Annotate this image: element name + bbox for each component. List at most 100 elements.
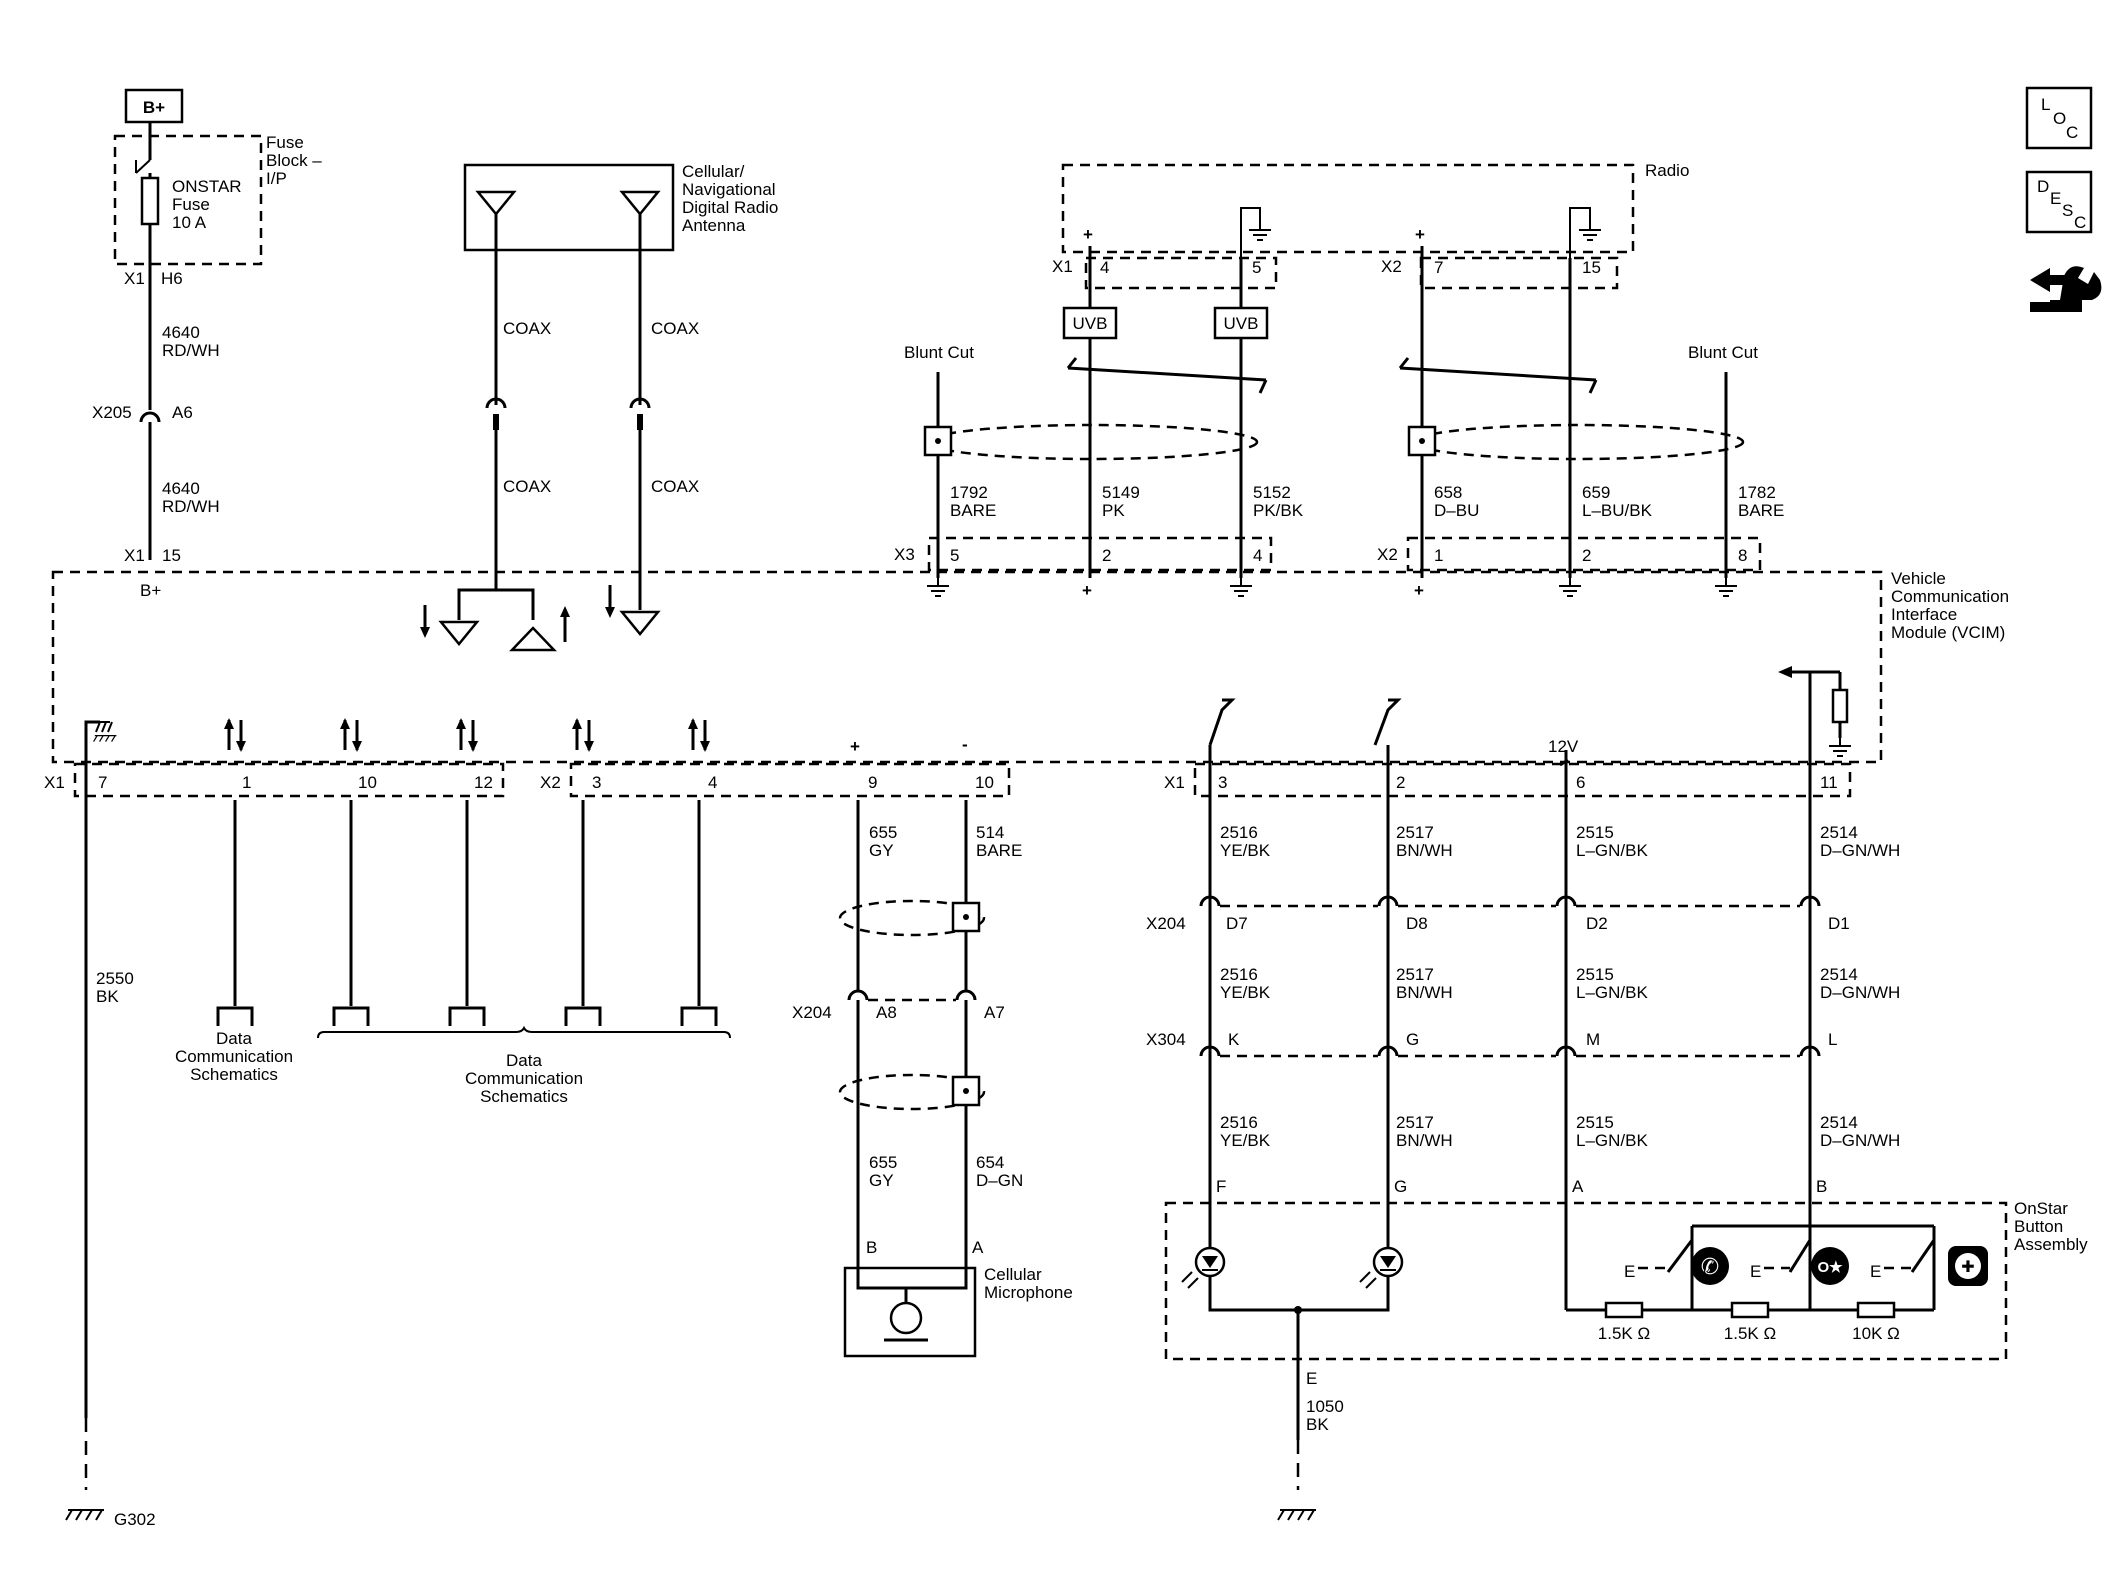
svg-text:D8: D8 — [1406, 914, 1428, 933]
svg-text:+: + — [1415, 225, 1425, 244]
svg-text:E: E — [1624, 1262, 1635, 1281]
svg-text:4: 4 — [1253, 546, 1262, 565]
fuse-h6: H6 — [161, 269, 183, 288]
connector-tool-icon[interactable] — [2030, 266, 2102, 312]
svg-text:+: + — [1083, 225, 1093, 244]
coax-4: COAX — [651, 477, 699, 496]
mic-a7: A7 — [984, 1003, 1005, 1022]
bplus-label: B+ — [143, 98, 165, 117]
x205-label: X205 — [92, 403, 132, 422]
description-icon[interactable]: D E S C — [2025, 170, 2093, 234]
location-icon[interactable]: L O C — [2025, 86, 2093, 150]
blunt-cut-right: Blunt Cut — [1688, 343, 1758, 362]
svg-text:4: 4 — [708, 773, 717, 792]
svg-text:S: S — [2062, 201, 2073, 220]
btn-ground-pin: E — [1306, 1369, 1317, 1388]
coax-1: COAX — [503, 319, 551, 338]
svg-text:O: O — [2053, 109, 2066, 128]
svg-text:✚: ✚ — [1961, 1259, 1974, 1276]
uvb-1: UVB — [1073, 314, 1108, 333]
vcim-x1: X1 — [44, 773, 65, 792]
svg-text:+: + — [1414, 581, 1424, 600]
svg-text:O★: O★ — [1817, 1259, 1843, 1276]
vcim-x1-right: X1 — [1164, 773, 1185, 792]
svg-text:D: D — [2037, 177, 2049, 196]
svg-text:M: M — [1586, 1030, 1600, 1049]
radio-pin-15: 15 — [1582, 258, 1601, 277]
fuse-x1: X1 — [124, 269, 145, 288]
svg-text:10K Ω: 10K Ω — [1852, 1324, 1900, 1343]
svg-text:8: 8 — [1738, 546, 1747, 565]
radio: Radio X1 X2 4 5 7 15 + + UVB UVB Blunt C… — [894, 161, 1784, 600]
svg-text:E: E — [1870, 1262, 1881, 1281]
radio-pin-5: 5 — [1252, 258, 1261, 277]
svg-text:3: 3 — [592, 773, 601, 792]
svg-text:1: 1 — [242, 773, 251, 792]
svg-text:+: + — [1082, 581, 1092, 600]
svg-text:L: L — [2041, 95, 2050, 114]
radio-x2-bottom: X2 — [1377, 545, 1398, 564]
svg-text:2: 2 — [1396, 773, 1405, 792]
bplus-pin: B+ — [140, 581, 161, 600]
vcim-x2: X2 — [540, 773, 561, 792]
svg-text:9: 9 — [868, 773, 877, 792]
svg-text:2: 2 — [1102, 546, 1111, 565]
mic-pin-a: A — [972, 1238, 984, 1257]
x1-15-label: X1 — [124, 546, 145, 565]
svg-text:10: 10 — [358, 773, 377, 792]
radio-label: Radio — [1645, 161, 1689, 180]
svg-text:C: C — [2066, 123, 2078, 142]
svg-text:B: B — [1816, 1177, 1827, 1196]
svg-text:11: 11 — [1820, 773, 1838, 792]
svg-text:D2: D2 — [1586, 914, 1608, 933]
btn-x304: X304 — [1146, 1030, 1186, 1049]
svg-text:L: L — [1828, 1030, 1837, 1049]
v12-label: 12V — [1548, 737, 1579, 756]
svg-text:1: 1 — [1434, 546, 1443, 565]
radio-x2: X2 — [1381, 257, 1402, 276]
svg-text:D7: D7 — [1226, 914, 1248, 933]
svg-text:10: 10 — [975, 773, 994, 792]
svg-text:A: A — [1572, 1177, 1584, 1196]
mic-a8: A8 — [876, 1003, 897, 1022]
svg-text:1.5K Ω: 1.5K Ω — [1724, 1324, 1776, 1343]
btn-x204: X204 — [1146, 914, 1186, 933]
mic-plus: + — [850, 737, 860, 756]
svg-text:F: F — [1216, 1177, 1226, 1196]
blunt-cut-left: Blunt Cut — [904, 343, 974, 362]
svg-text:E: E — [2050, 189, 2061, 208]
svg-text:✆: ✆ — [1701, 1254, 1719, 1279]
mic-x204: X204 — [792, 1003, 832, 1022]
svg-text:G: G — [1406, 1030, 1419, 1049]
